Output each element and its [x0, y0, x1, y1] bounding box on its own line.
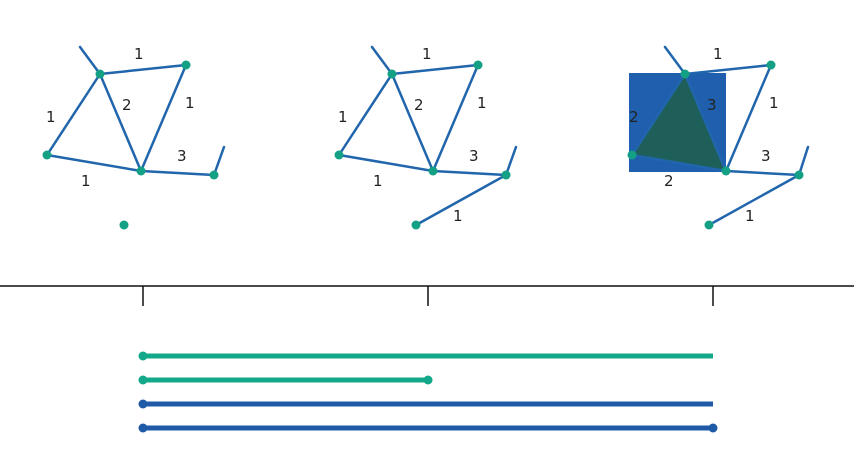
- filled-triangle: [632, 74, 726, 171]
- edge-f2-right: [431, 63, 480, 173]
- vertex-f2-left: [334, 150, 344, 160]
- edge-label-f3-new: 1: [745, 207, 755, 225]
- edge-f2-center: [390, 72, 435, 173]
- barcode-bar-3-death: [708, 423, 718, 433]
- edge-f1-left: [45, 72, 102, 157]
- vertex-f3-top: [680, 69, 690, 79]
- edge-f1-lower-right: [139, 169, 216, 177]
- edge-f3-bottom: [630, 153, 728, 173]
- vertex-f3-bottom: [704, 220, 714, 230]
- vertex-f2-top-right: [473, 60, 483, 70]
- edge-f2-stub-top: [370, 45, 394, 76]
- barcode: [138, 351, 718, 433]
- edge-label-f2-bottom: 1: [373, 172, 383, 190]
- edge-f1-bottom: [45, 153, 143, 173]
- barcode-bar-2-birth: [138, 399, 148, 409]
- edge-f2-new: [414, 173, 508, 227]
- edge-f1-top: [98, 63, 188, 76]
- edge-f1-right: [139, 63, 188, 173]
- edge-label-f2-center: 2: [414, 96, 424, 114]
- vertex-f1-top-right: [181, 60, 191, 70]
- edge-label-f3-bottom: 2: [664, 172, 674, 190]
- vertex-f1-isolated: [119, 220, 129, 230]
- edge-f3-right: [724, 63, 773, 173]
- edge-f3-lower-right: [724, 169, 801, 177]
- vertex-f2-center: [428, 166, 438, 176]
- barcode-bar-3-birth: [138, 423, 148, 433]
- complex-frame-1: 1 1 2 1 1 3: [42, 45, 226, 230]
- edge-label-f3-left: 2: [629, 108, 639, 126]
- edge-f1-center: [98, 72, 143, 173]
- vertex-f1-center: [136, 166, 146, 176]
- vertex-f1-right: [209, 170, 219, 180]
- edge-f2-left: [337, 72, 394, 157]
- edge-label-f2-left: 1: [338, 108, 348, 126]
- edge-f3-center: [683, 72, 728, 173]
- vertex-f2-right: [501, 170, 511, 180]
- edge-f2-top: [390, 63, 480, 76]
- filtration-axis: [0, 285, 854, 306]
- edge-label-f3-center: 3: [707, 96, 717, 114]
- edge-label-f1-top: 1: [134, 45, 144, 63]
- edge-f2-bottom: [337, 153, 435, 173]
- vertex-f3-left: [627, 150, 637, 160]
- edge-label-f2-right: 1: [477, 94, 487, 112]
- edge-label-f1-bottom: 1: [81, 172, 91, 190]
- edge-f3-top: [683, 63, 773, 76]
- edge-label-f3-lower-right: 3: [761, 147, 771, 165]
- edge-f1-stub-top: [78, 45, 102, 76]
- edge-label-f1-left: 1: [46, 108, 56, 126]
- edge-label-f2-top: 1: [422, 45, 432, 63]
- vertex-f2-top: [387, 69, 397, 79]
- vertex-f3-right: [794, 170, 804, 180]
- edge-f3-stub-right: [797, 145, 810, 177]
- complex-frame-3: 1 2 3 1 2 3 1: [627, 45, 810, 230]
- edge-f1-stub-right: [212, 145, 226, 177]
- edge-f3-new: [707, 173, 801, 227]
- edge-label-f3-right: 1: [769, 94, 779, 112]
- edge-f2-lower-right: [431, 169, 508, 177]
- edge-label-f3-top: 1: [713, 45, 723, 63]
- vertex-f1-top: [95, 69, 105, 79]
- edge-label-f1-right: 1: [185, 94, 195, 112]
- edge-f2-stub-right: [504, 145, 518, 177]
- barcode-bar-1-birth: [138, 375, 148, 385]
- edge-label-f1-lower-right: 3: [177, 147, 187, 165]
- vertex-f2-bottom: [411, 220, 421, 230]
- vertex-f3-top-right: [766, 60, 776, 70]
- barcode-bar-1-death: [423, 375, 433, 385]
- vertex-f3-center: [721, 166, 731, 176]
- edge-label-f1-center: 2: [122, 96, 132, 114]
- edge-label-f2-lower-right: 3: [469, 147, 479, 165]
- vertex-f1-left: [42, 150, 52, 160]
- barcode-bar-0-birth: [138, 351, 148, 361]
- edge-f3-stub-top: [663, 45, 687, 76]
- edge-f3-left: [630, 72, 687, 157]
- complex-frame-2: 1 1 2 1 1 3 1: [334, 45, 518, 230]
- edge-label-f2-new: 1: [453, 207, 463, 225]
